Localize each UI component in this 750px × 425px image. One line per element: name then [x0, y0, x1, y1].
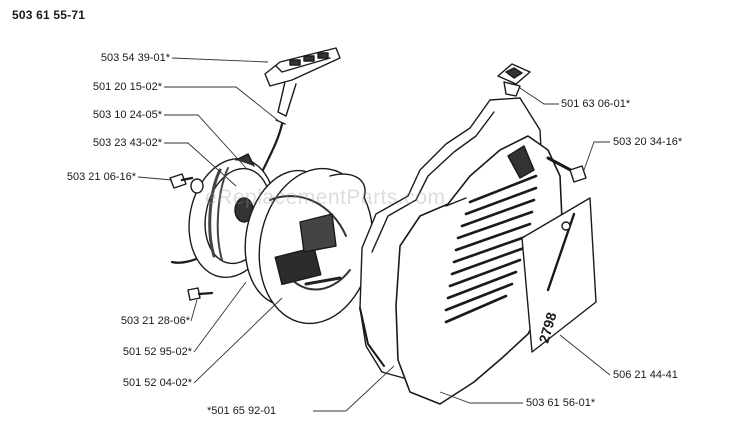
- leader-lines: [137, 57, 611, 412]
- part-label-501-52-95-02: 501 52 95-02*: [122, 346, 192, 358]
- part-label-503-10-24-05: 503 10 24-05*: [92, 109, 162, 121]
- part-label-506-21-44-41: 506 21 44-41: [613, 369, 678, 381]
- part-label-503-23-43-02: 503 23 43-02*: [92, 137, 162, 149]
- watermark: eReplacementParts.com: [205, 186, 446, 209]
- part-label-501-65-92-01: *501 65 92-01: [207, 405, 277, 417]
- diagram-title: 503 61 55-71: [12, 8, 86, 22]
- bolt-left-drawing: [169, 173, 194, 189]
- part-label-503-20-34-16: 503 20 34-16*: [613, 136, 683, 148]
- part-label-501-52-04-02: 501 52 04-02*: [122, 377, 192, 389]
- part-label-503-54-39-01: 503 54 39-01*: [100, 52, 170, 64]
- part-label-503-61-56-01: 503 61 56-01*: [526, 397, 596, 409]
- part-label-503-21-06-16: 503 21 06-16*: [66, 171, 136, 183]
- spring-housing-drawing: [258, 167, 374, 325]
- part-label-503-21-28-06: 503 21 28-06*: [120, 315, 190, 327]
- starter-cover-drawing: [395, 135, 563, 405]
- grommet-drawing: [497, 63, 531, 97]
- screw-right-drawing: [546, 156, 587, 183]
- bolt-lower-drawing: [187, 287, 214, 301]
- starter-handle-drawing: [264, 47, 341, 125]
- part-label-501-63-06-01: 501 63 06-01*: [561, 98, 631, 110]
- vent-slots-drawing: [444, 174, 538, 324]
- part-label-501-20-15-02: 501 20 15-02*: [92, 81, 162, 93]
- washer-drawing: [190, 178, 204, 194]
